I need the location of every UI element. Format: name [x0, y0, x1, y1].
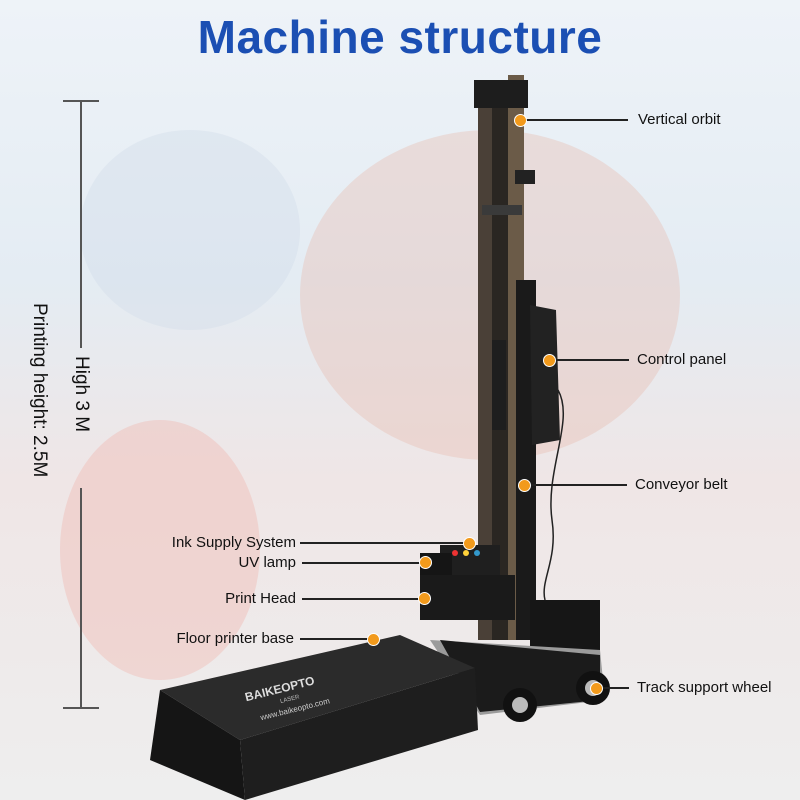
marker-uv-lamp [419, 556, 432, 569]
marker-floor-base [367, 633, 380, 646]
leader-print-head [302, 598, 424, 600]
leader-floor-base [300, 638, 372, 640]
label-ink-supply: Ink Supply System [171, 534, 296, 551]
control-panel-shape [530, 305, 560, 445]
mural-flowers-bg [60, 420, 260, 680]
marker-print-head [418, 592, 431, 605]
leader-vertical-orbit [520, 119, 628, 121]
leader-control-panel [549, 359, 629, 361]
leader-track-wheel [596, 687, 629, 689]
leader-uv-lamp [302, 562, 424, 564]
floor-base-top [160, 635, 475, 740]
label-track-support-wheel: Track support wheel [637, 679, 772, 696]
label-conveyor-belt: Conveyor belt [635, 476, 728, 493]
marker-vertical-orbit [514, 114, 527, 127]
dimension-cap-bottom [63, 707, 99, 709]
print-head-shape [420, 575, 515, 620]
page-title: Machine structure [197, 11, 603, 63]
mural-clouds-bg [80, 130, 300, 330]
label-uv-lamp: UV lamp [238, 554, 296, 571]
label-control-panel: Control panel [637, 351, 727, 368]
dimension-line-bottom [80, 488, 82, 708]
leader-ink-supply [300, 542, 469, 544]
marker-track-wheel [590, 682, 603, 695]
dimension-cap-top [63, 100, 99, 102]
label-vertical-orbit: Vertical orbit [638, 111, 721, 128]
svg-text:LASER: LASER [280, 694, 301, 705]
marker-conveyor-belt [518, 479, 531, 492]
label-floor-base: Floor printer base [176, 630, 294, 647]
mast-rail-left [478, 80, 492, 640]
marker-ink-supply [463, 537, 476, 550]
leader-conveyor-belt [524, 484, 627, 486]
marker-control-panel [543, 354, 556, 367]
dimension-line-top [80, 100, 82, 348]
label-print-head: Print Head [225, 590, 296, 607]
